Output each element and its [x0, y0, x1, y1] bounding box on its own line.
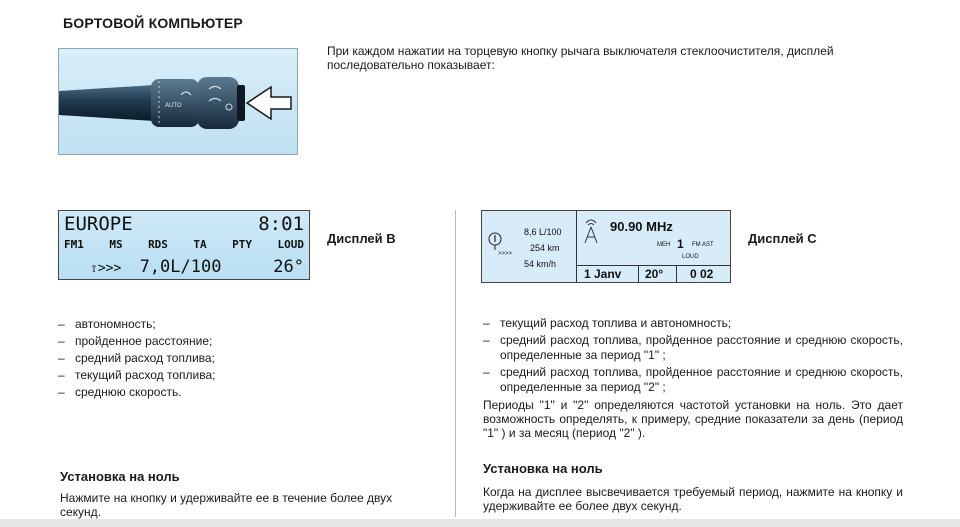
list-item: средний расход топлива, пройденное расст… [483, 365, 903, 395]
display-b-consumption: 7,0L/100 [139, 257, 222, 277]
page-heading: БОРТОВОЙ КОМПЬЮТЕР [63, 15, 243, 31]
display-b-label: Дисплей B [327, 231, 396, 246]
display-c-arrows: >>>> [498, 251, 513, 257]
list-item: текущий расход топлива; [58, 367, 418, 384]
display-c-items-list: текущий расход топлива и автономность; с… [483, 316, 903, 397]
display-b-loud: LOUD [277, 238, 304, 251]
list-item: среднюю скорость. [58, 384, 418, 401]
display-b-pty: PTY [232, 238, 252, 251]
fuel-pump-icon [488, 232, 502, 250]
display-c-mem-label: MEH [657, 242, 671, 248]
reset-title-right: Установка на ноль [483, 461, 603, 476]
display-b-temperature: 26° [273, 257, 304, 277]
radio-antenna-icon [584, 219, 598, 244]
display-b-ms: MS [109, 238, 123, 251]
display-c-speed: 54 km/h [524, 259, 557, 269]
display-c-label: Дисплей C [748, 231, 817, 246]
reset-text-right: Когда на дисплее высвечивается требуемый… [483, 485, 903, 513]
display-b-screen: EUROPE 8:01 FM1 MS RDS TA PTY LOUD ⇧>>> … [58, 210, 310, 280]
display-b-items-list: автономность; пройденное расстояние; сре… [58, 316, 418, 401]
arrow-left-icon [245, 85, 292, 121]
display-b-rds: RDS [148, 238, 168, 251]
display-c-date: 1 Janv [584, 267, 622, 281]
list-item: средний расход топлива, пройденное расст… [483, 333, 903, 363]
column-divider [455, 210, 456, 517]
display-b-fm1: FM1 [64, 238, 84, 251]
display-b-clock: 8:01 [258, 213, 304, 235]
display-c-time: 0 02 [690, 267, 714, 281]
reset-text-left: Нажмите на кнопку и удерживайте ее в теч… [60, 491, 393, 519]
display-c-consumption: 8,6 L/100 [524, 227, 562, 237]
list-item: средний расход топлива; [58, 350, 418, 367]
wiper-stalk-drawing: AUTO [59, 77, 292, 129]
display-c-temperature: 20° [645, 267, 664, 281]
display-b-ta: TA [193, 238, 207, 251]
auto-ring-label: AUTO [165, 103, 182, 109]
reset-title-left: Установка на ноль [60, 469, 180, 484]
display-c-loud: LOUD [682, 254, 699, 260]
intro-text: При каждом нажатии на торцевую кнопку ры… [327, 44, 834, 72]
list-item: автономность; [58, 316, 418, 333]
periods-paragraph: Периоды "1" и "2" определяются частотой … [483, 398, 903, 440]
display-b-region: EUROPE [64, 213, 133, 235]
display-c-screen: >>>> 8,6 L/100 254 km 54 km/h 90.90 MHz … [481, 210, 731, 283]
list-item: пройденное расстояние; [58, 333, 418, 350]
fuel-arrow-icon: ⇧>>> [90, 261, 122, 276]
page-bottom-edge [0, 519, 960, 527]
display-c-distance: 254 km [530, 243, 560, 253]
display-c-mem-number: 1 [677, 237, 684, 251]
display-c-fm-ast: FM AST [692, 242, 714, 248]
display-c-frequency: 90.90 MHz [610, 219, 673, 234]
wiper-stalk-illustration: AUTO [58, 48, 298, 155]
list-item: текущий расход топлива и автономность; [483, 316, 903, 331]
